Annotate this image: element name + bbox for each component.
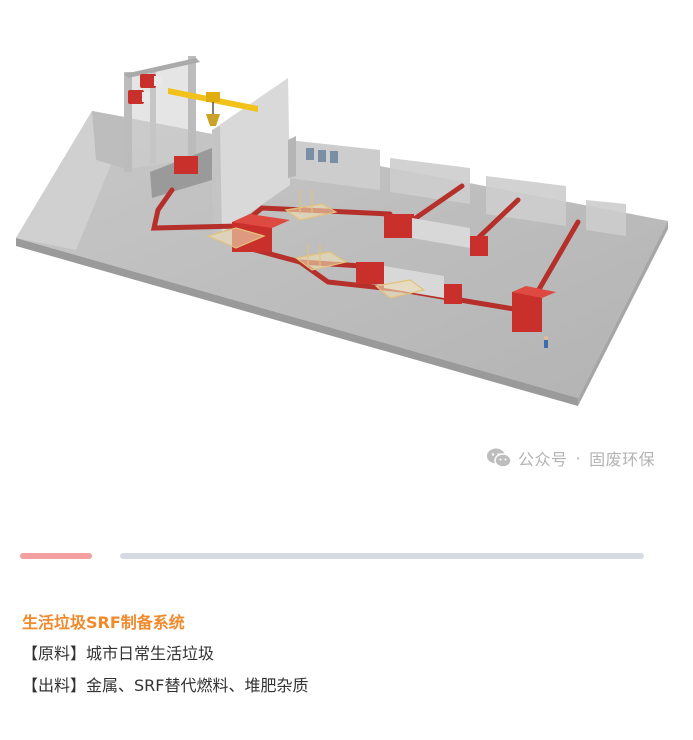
image-caption: 生活垃圾SRF制备系统 【原料】城市日常生活垃圾 【出料】金属、SRF替代燃料、… xyxy=(22,608,672,702)
screening-machine xyxy=(384,214,488,256)
caption-title: 生活垃圾SRF制备系统 xyxy=(22,613,185,632)
watermark-label: 公众号 xyxy=(518,450,568,469)
control-room xyxy=(288,136,380,190)
gantry-crane xyxy=(168,88,258,126)
watermark-separator: · xyxy=(575,448,582,468)
ramp xyxy=(16,111,130,250)
wechat-icon xyxy=(487,448,512,468)
srf-plant-illustration xyxy=(16,56,668,406)
service-platforms xyxy=(206,190,426,299)
carousel-indicator-inactive[interactable] xyxy=(120,553,644,559)
caption-output: 【出料】金属、SRF替代燃料、堆肥杂质 xyxy=(22,676,309,695)
carousel-indicator-active[interactable] xyxy=(20,553,92,559)
worker-figure xyxy=(544,336,548,348)
caption-raw-material: 【原料】城市日常生活垃圾 xyxy=(22,644,215,663)
feed-hopper xyxy=(150,148,212,198)
garbage-truck xyxy=(128,74,162,104)
receiving-bay xyxy=(124,56,200,172)
divider-wall xyxy=(212,78,290,238)
baler-machine xyxy=(512,286,556,332)
watermark-account: 固废环保 xyxy=(589,450,656,469)
wechat-watermark: 公众号 · 固废环保 xyxy=(486,446,655,470)
